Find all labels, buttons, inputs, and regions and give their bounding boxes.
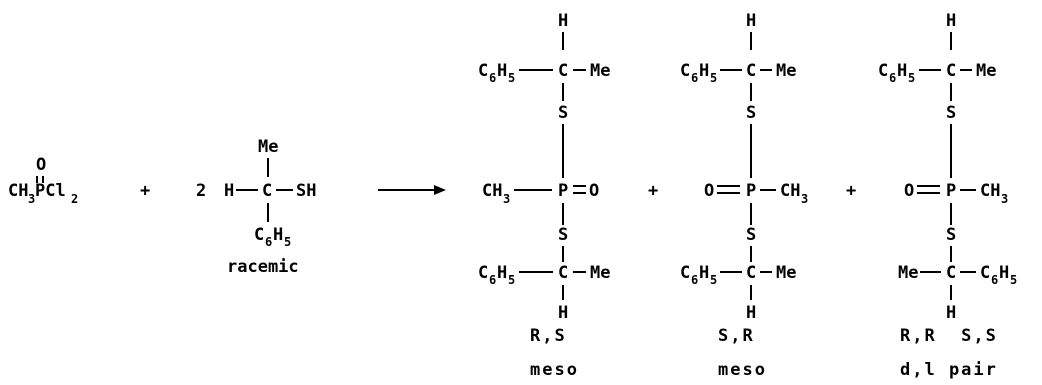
thiol-phenyl-sub6: 6 [265, 235, 272, 249]
p3-top-phenyl-sub6: 6 [889, 71, 896, 85]
p3-top-carbon: C [946, 61, 956, 81]
p2-bottom-phenyl-sub6: 6 [691, 273, 698, 287]
p3-oxygen: O [904, 181, 914, 201]
thiol-phenyl-h: H [273, 225, 283, 245]
p3-bottom-phenyl-c: C [980, 263, 990, 283]
p2-phosphorus: P [746, 181, 756, 201]
thiol-methyl: Me [258, 137, 278, 157]
p2-top-sulfur: S [746, 103, 756, 123]
product-rr-ss-dl-pair: H C 6 H 5 C Me S O P CH 3 S Me C C 6 H 5… [878, 11, 1017, 380]
p2-config-label: S,R [718, 326, 755, 346]
p3-bottom-sulfur: S [946, 225, 956, 245]
p2-bottom-methyl: Me [776, 263, 796, 283]
p3-bottom-phenyl-sub5: 5 [1010, 273, 1017, 287]
p1-oxygen: O [589, 181, 599, 201]
p1-top-phenyl-c: C [478, 61, 488, 81]
p1-top-phenyl-h: H [497, 61, 507, 81]
thiol-racemic-label: racemic [227, 257, 299, 277]
p2-bottom-sulfur: S [746, 225, 756, 245]
p1-top-phenyl-sub5: 5 [508, 71, 515, 85]
p3-config-label: R,R S,S [900, 326, 998, 346]
reagent-cl-subscript: 2 [71, 192, 78, 206]
p3-ch: CH [980, 181, 1000, 201]
thiol-carbon: C [262, 181, 272, 201]
p2-bottom-carbon: C [746, 263, 756, 283]
p2-top-h: H [746, 11, 756, 31]
reaction-arrow [378, 185, 446, 195]
reagent-thiol: 2 Me H C SH C 6 H 5 racemic [196, 137, 316, 277]
p1-config-label: R,S [530, 326, 567, 346]
p1-bottom-phenyl-h: H [497, 263, 507, 283]
reagent-pcl: PCl [35, 181, 66, 201]
thiol-hydrogen: H [224, 181, 234, 201]
plus-sign-2: + [648, 181, 658, 201]
p3-top-phenyl-h: H [897, 61, 907, 81]
p3-ch-sub3: 3 [1001, 192, 1008, 206]
p3-top-phenyl-c: C [878, 61, 888, 81]
p1-phosphorus: P [558, 181, 568, 201]
p2-ch-sub3: 3 [801, 192, 808, 206]
p1-top-sulfur: S [558, 103, 568, 123]
reagent-ch: CH [8, 181, 28, 201]
p2-bottom-phenyl-c: C [680, 263, 690, 283]
p1-top-methyl: Me [590, 61, 610, 81]
p1-kind-label: meso [530, 360, 579, 380]
p3-bottom-phenyl-sub6: 6 [991, 273, 998, 287]
thiol-coefficient: 2 [196, 181, 206, 201]
p1-bottom-h: H [558, 303, 568, 323]
plus-sign-3: + [846, 181, 856, 201]
p2-ch: CH [780, 181, 800, 201]
product-rs-meso: H C 6 H 5 C Me S CH 3 P O S C 6 H 5 C Me… [478, 11, 610, 380]
p1-bottom-sulfur: S [558, 225, 568, 245]
p2-kind-label: meso [718, 360, 767, 380]
p2-top-phenyl-sub5: 5 [710, 71, 717, 85]
p3-phosphorus: P [946, 181, 956, 201]
p2-bottom-h: H [746, 303, 756, 323]
p3-bottom-phenyl-h: H [999, 263, 1009, 283]
p1-ch-sub3: 3 [503, 192, 510, 206]
p2-top-phenyl-sub6: 6 [691, 71, 698, 85]
reagent-h-subscript: 3 [28, 192, 35, 206]
arrow-head [434, 185, 446, 195]
p2-top-carbon: C [746, 61, 756, 81]
p3-top-methyl: Me [976, 61, 996, 81]
p2-top-phenyl-c: C [680, 61, 690, 81]
p2-oxygen: O [704, 181, 714, 201]
p3-bottom-h: H [946, 303, 956, 323]
p2-bottom-phenyl-h: H [699, 263, 709, 283]
reagent-oxygen: O [36, 155, 46, 175]
p2-top-methyl: Me [776, 61, 796, 81]
p3-bottom-methyl: Me [898, 263, 918, 283]
p3-top-sulfur: S [946, 103, 956, 123]
p1-top-phenyl-sub6: 6 [489, 71, 496, 85]
p2-top-phenyl-h: H [699, 61, 709, 81]
product-sr-meso: H C 6 H 5 C Me S O P CH 3 S C 6 H 5 C Me… [680, 11, 808, 380]
thiol-phenyl-c: C [254, 225, 264, 245]
p1-bottom-phenyl-sub5: 5 [508, 273, 515, 287]
p1-top-carbon: C [558, 61, 568, 81]
p1-top-h: H [558, 11, 568, 31]
p1-bottom-phenyl-sub6: 6 [489, 273, 496, 287]
p1-bottom-phenyl-c: C [478, 263, 488, 283]
p1-bottom-carbon: C [558, 263, 568, 283]
p1-ch: CH [482, 181, 502, 201]
p1-bottom-methyl: Me [590, 263, 610, 283]
thiol-sh: SH [296, 181, 316, 201]
thiol-phenyl-sub5: 5 [284, 235, 291, 249]
reagent-methylphosphonic-dichloride: O CH 3 PCl 2 [8, 155, 78, 206]
p3-top-h: H [946, 11, 956, 31]
plus-sign-1: + [140, 181, 150, 201]
p3-bottom-carbon: C [946, 263, 956, 283]
p3-top-phenyl-sub5: 5 [908, 71, 915, 85]
p2-bottom-phenyl-sub5: 5 [710, 273, 717, 287]
p3-kind-label: d,l pair [900, 360, 998, 380]
